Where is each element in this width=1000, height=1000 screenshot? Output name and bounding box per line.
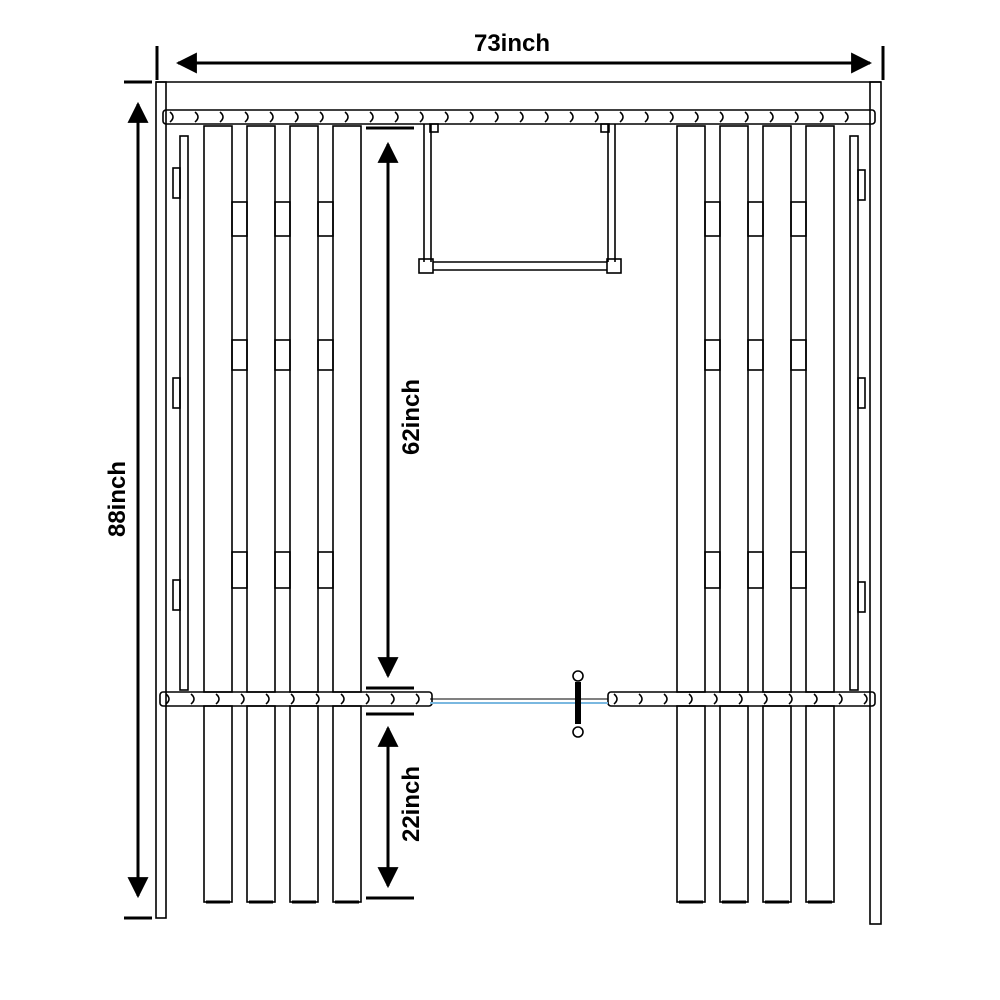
slat-connector: [274, 201, 291, 237]
slat-connector: [231, 551, 248, 589]
lower-section-dimension: [366, 712, 414, 900]
wall-slats: [203, 125, 835, 904]
upper-section-dimension: [366, 126, 414, 690]
glass-door-handle: [430, 670, 608, 738]
slat-connector: [790, 339, 807, 371]
slat: [805, 125, 835, 904]
light-fixture: [418, 123, 622, 274]
top-rail: [162, 109, 876, 125]
overall-width-label: 73inch: [473, 30, 551, 57]
right-side-jamb: [849, 135, 859, 691]
left-post: [155, 81, 167, 919]
slat-connector: [747, 339, 764, 371]
slat-connector: [747, 551, 764, 589]
slat: [289, 125, 319, 904]
height-dimension: [124, 80, 152, 920]
slat: [719, 125, 749, 904]
overall-height-label: 88inch: [104, 460, 131, 538]
slat: [676, 125, 706, 904]
width-dimension: [155, 46, 885, 80]
slat-connector: [274, 339, 291, 371]
slat: [246, 125, 276, 904]
outer-frame: [155, 81, 882, 925]
slat-connector: [317, 551, 334, 589]
slat-connector: [747, 201, 764, 237]
slat-connector: [231, 201, 248, 237]
slat: [203, 125, 233, 904]
slat-connector: [231, 339, 248, 371]
side-frames: [172, 135, 866, 691]
slat-connector: [274, 551, 291, 589]
slat-connector: [790, 201, 807, 237]
left-side-jamb: [179, 135, 189, 691]
slat-connector: [704, 339, 721, 371]
slat-connector: [790, 551, 807, 589]
slat: [762, 125, 792, 904]
slat-connector: [704, 201, 721, 237]
slat-connector: [704, 551, 721, 589]
right-post: [869, 81, 882, 925]
slat: [332, 125, 362, 904]
lower-section-height-label: 22inch: [398, 765, 425, 843]
upper-section-height-label: 62inch: [398, 378, 425, 456]
slat-connector: [317, 201, 334, 237]
slat-connector: [317, 339, 334, 371]
